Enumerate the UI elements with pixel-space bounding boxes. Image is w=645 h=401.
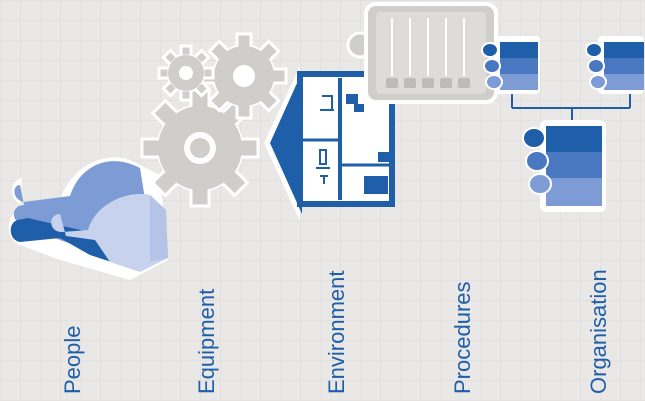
org-chart-icon — [481, 36, 644, 212]
label-organisation: Organisation — [586, 269, 611, 394]
label-procedures: Procedures — [450, 281, 475, 394]
label-equipment: Equipment — [194, 288, 219, 394]
label-people: People — [60, 325, 85, 394]
procedures-panel-icon — [346, 2, 498, 104]
people-icon — [8, 157, 168, 280]
gears-icon — [140, 32, 288, 208]
label-environment: Environment — [324, 270, 349, 394]
